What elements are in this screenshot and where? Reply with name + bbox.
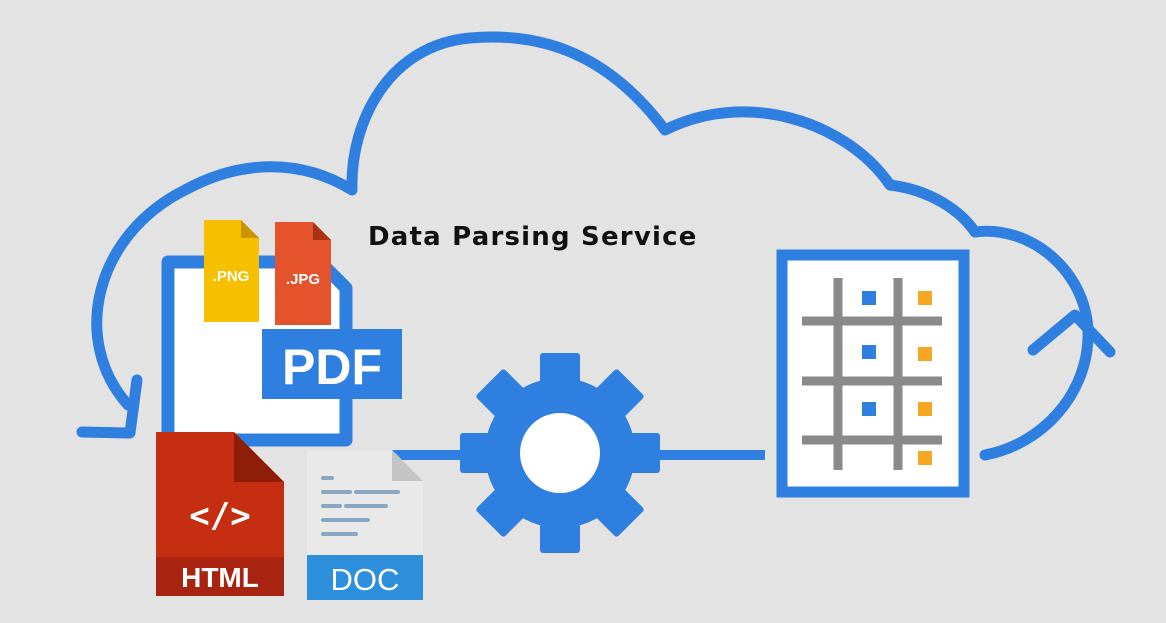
spreadsheet-grid-icon (776, 249, 970, 498)
doc-label: DOC (331, 562, 400, 597)
html-label: HTML (181, 562, 259, 593)
jpg-label: .JPG (286, 271, 320, 288)
arrow-down-left-icon (76, 374, 143, 439)
html-code-symbol: </> (189, 496, 250, 536)
jpg-file-icon: .JPG (275, 222, 331, 325)
png-label: .PNG (213, 268, 250, 285)
service-title: Data Parsing Service (368, 222, 698, 252)
gear-icon (460, 353, 660, 553)
doc-file-icon: DOC (307, 450, 423, 600)
png-file-icon: .PNG (204, 220, 259, 322)
html-file-icon: </> HTML (156, 432, 284, 596)
doc-text-lines (321, 476, 400, 536)
cloud-outline-icon (91, 31, 1094, 461)
arrow-up-right-icon (1027, 309, 1116, 358)
pdf-label: PDF (282, 339, 382, 395)
